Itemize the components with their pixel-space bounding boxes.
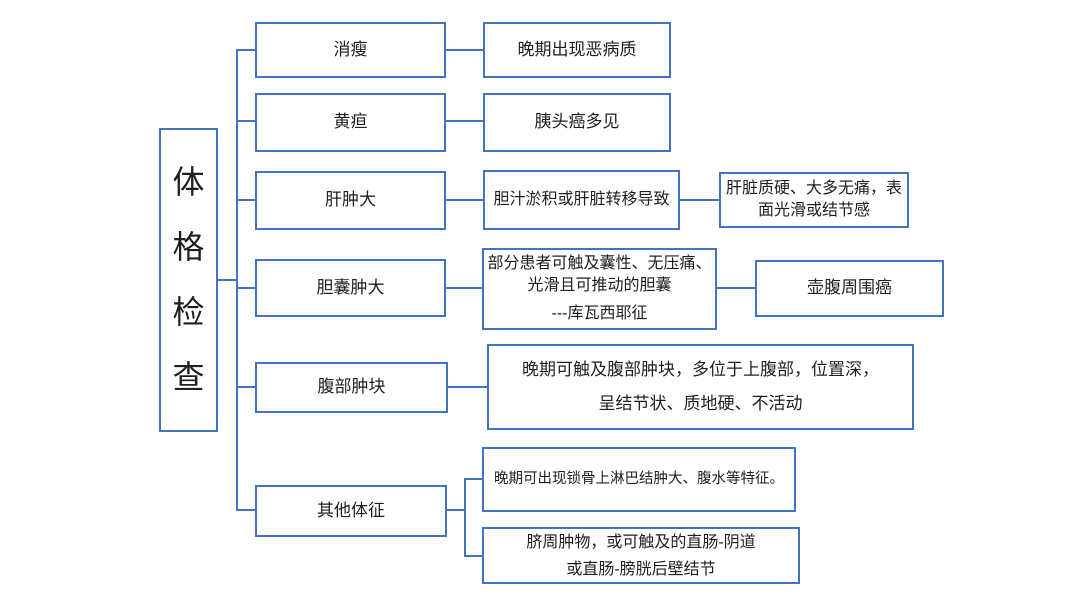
node-text-line: 或直肠-膀胱后壁结节: [566, 560, 716, 578]
node-hepatomegaly-detail: 肝脏质硬、大多无痛，表 面光滑或结节感: [719, 172, 909, 228]
root-char: 查: [172, 359, 205, 396]
connector-root-to-spine: [217, 279, 237, 281]
node-text-line: 晚期可触及腹部肿块，多位于上腹部，位置深，: [522, 360, 879, 379]
node-periampullary-carcinoma: 壶腹周围癌: [755, 260, 944, 317]
connector-stub-row5: [237, 386, 255, 388]
connector-row1: [446, 49, 483, 51]
connector-stub-row1: [237, 49, 255, 51]
node-text-line: 肝脏质硬、大多无痛，表: [725, 180, 902, 197]
connector-row6-top: [466, 478, 482, 480]
node-label: 腹部肿块: [317, 377, 386, 397]
node-text-line: 面光滑或结节感: [757, 202, 870, 219]
node-gallbladder-enlargement: 胆囊肿大: [255, 259, 446, 317]
connector-row6-fork: [464, 478, 466, 557]
node-text: 胰头癌多见: [534, 112, 620, 132]
node-text-line: ---库瓦西耶征: [551, 305, 648, 322]
node-text-line: 呈结节状、质地硬、不活动: [598, 394, 803, 413]
root-char: 检: [172, 294, 205, 330]
connector-stub-row6: [237, 509, 255, 511]
node-label: 胆囊肿大: [316, 277, 385, 297]
connector-row6-bottom: [466, 555, 482, 557]
connector-spine: [236, 49, 238, 511]
connector-row6-stub: [446, 509, 465, 511]
connector-stub-row4: [237, 287, 255, 289]
node-text: 晚期可出现锁骨上淋巴结肿大、腹水等特征。: [494, 470, 784, 487]
connector-row3a: [446, 199, 483, 201]
connector-stub-row3: [237, 199, 255, 201]
node-text-line: 脐周肿物，或可触及的直肠-阴道: [526, 533, 756, 551]
node-abdominal-mass-desc: 晚期可触及腹部肿块，多位于上腹部，位置深， 呈结节状、质地硬、不活动: [487, 344, 914, 430]
node-jaundice: 黄疸: [255, 93, 446, 152]
node-other-signs-desc1: 晚期可出现锁骨上淋巴结肿大、腹水等特征。: [482, 447, 796, 512]
connector-row4b: [717, 287, 755, 289]
node-hepatomegaly: 肝肿大: [255, 171, 446, 230]
node-emaciation-desc: 晚期出现恶病质: [483, 22, 671, 78]
node-text: 胆汁淤积或肝脏转移导致: [493, 191, 670, 209]
node-gallbladder-desc: 部分患者可触及囊性、无压痛、 光滑且可推动的胆囊 ---库瓦西耶征: [482, 248, 717, 330]
node-text-line: 部分患者可触及囊性、无压痛、: [487, 255, 712, 272]
root-char: 体: [172, 163, 205, 200]
connector-row2: [446, 120, 483, 122]
node-jaundice-desc: 胰头癌多见: [483, 93, 671, 152]
node-physical-examination: 体 格 检 查: [159, 128, 218, 432]
connector-stub-row2: [237, 120, 255, 122]
node-abdominal-mass: 腹部肿块: [255, 362, 448, 413]
connector-row3b: [680, 199, 719, 201]
node-text: 晚期出现恶病质: [517, 39, 637, 59]
node-text-line: 光滑且可推动的胆囊: [527, 277, 672, 294]
node-label: 消瘦: [333, 39, 368, 59]
connector-row4a: [446, 287, 482, 289]
node-emaciation: 消瘦: [255, 22, 446, 78]
node-hepatomegaly-desc: 胆汁淤积或肝脏转移导致: [483, 170, 680, 230]
node-label: 其他体征: [317, 500, 385, 520]
node-other-signs-desc2: 脐周肿物，或可触及的直肠-阴道 或直肠-膀胱后壁结节: [482, 527, 800, 584]
node-label: 肝肿大: [325, 190, 376, 210]
connector-row5: [448, 386, 487, 388]
node-other-signs: 其他体征: [255, 485, 447, 537]
node-label: 黄疸: [333, 112, 368, 132]
root-char: 格: [172, 228, 205, 265]
node-text: 壶腹周围癌: [807, 278, 892, 298]
